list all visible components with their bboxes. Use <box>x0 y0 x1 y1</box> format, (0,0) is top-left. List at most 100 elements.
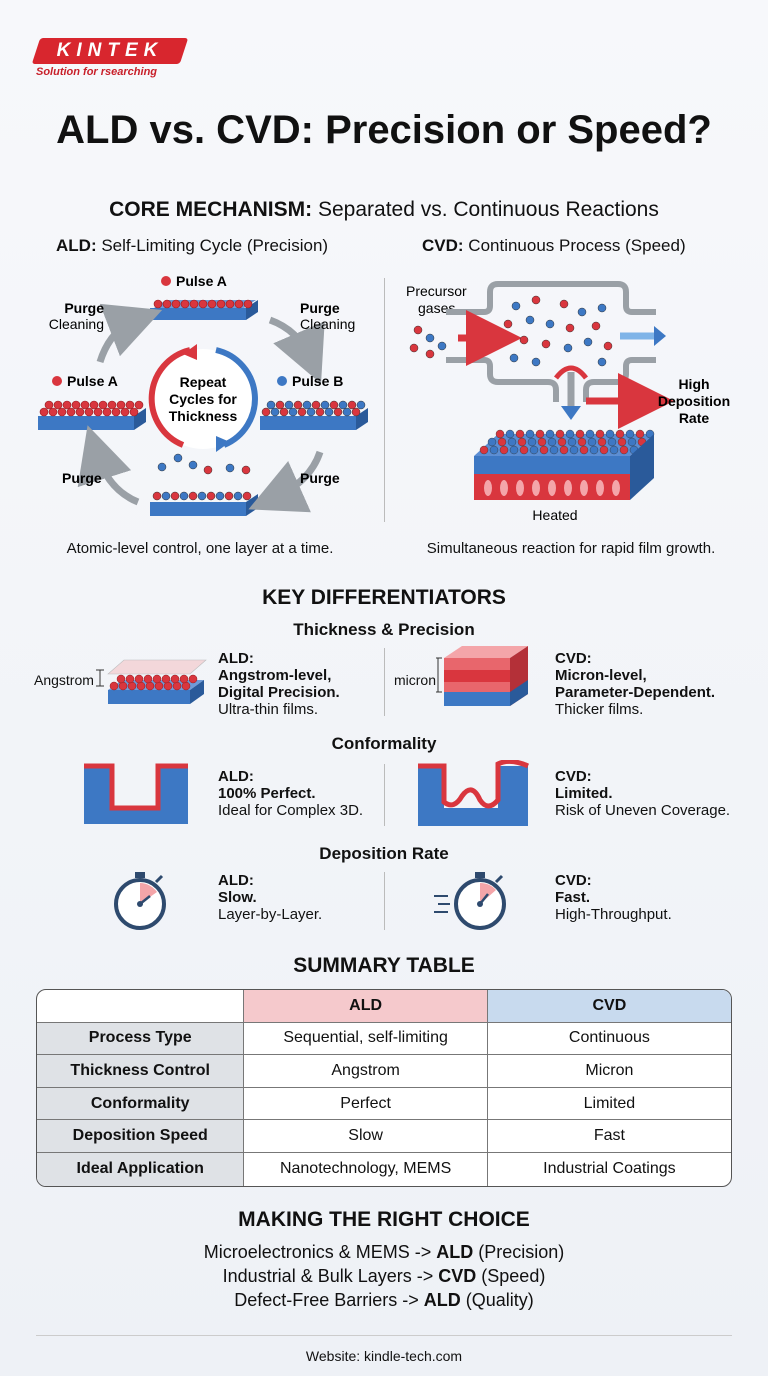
repeat-arc-red <box>148 347 191 448</box>
chamber-top-wall <box>446 281 656 315</box>
rate-label: Rate <box>679 410 710 426</box>
substrate-side <box>630 434 654 500</box>
ald-cycle-diagram: Repeat Cycles for Thickness Pulse A Puls… <box>38 273 368 516</box>
repeat-circle <box>153 349 253 449</box>
rate-divider <box>384 872 385 930</box>
purge-top-right-label: Purge <box>300 300 340 316</box>
cvd-cell: Continuous <box>487 1023 731 1056</box>
tagline: Solution for rsearching <box>36 66 158 78</box>
cvd-cell: Fast <box>487 1120 731 1153</box>
slab-right <box>260 400 368 430</box>
stopwatch-slow-icon <box>114 872 166 930</box>
website-link[interactable]: Website: kindle-tech.com <box>305 1348 463 1364</box>
outlet-arrowhead <box>654 326 666 346</box>
ald-conformality-icon <box>84 763 188 824</box>
row-label: Ideal Application <box>37 1152 245 1186</box>
row-label: Process Type <box>37 1022 245 1056</box>
cvd-process-diagram: Precursor gases High Deposition Rate Hea… <box>406 281 730 523</box>
thickness-divider <box>384 648 385 716</box>
table-header-ald: ALD <box>244 990 488 1023</box>
repeat-arc-blue <box>215 347 258 448</box>
choice-item: Microelectronics & MEMS -> ALD (Precisio… <box>203 1242 565 1262</box>
precursor-label: Precursor <box>406 283 467 299</box>
deposition-label: Deposition <box>658 393 730 409</box>
ald-thickness-text: ALD: Angstrom-level, Digital Precision. … <box>218 650 340 718</box>
slab-bottom <box>150 453 258 516</box>
cvd-thickness-icon <box>436 646 528 706</box>
stopwatch-fast-icon <box>434 872 506 930</box>
deposited-film-atoms <box>479 429 655 455</box>
cvd-cell: Limited <box>487 1088 731 1121</box>
purge-top-left-label: Purge <box>64 300 104 316</box>
heated-label: Heated <box>532 507 577 523</box>
ald-cell: Nanotechnology, MEMS <box>244 1152 488 1186</box>
micron-scale-label: micron <box>394 672 437 688</box>
down-arrowhead <box>561 406 581 420</box>
repeat-label: Repeat <box>180 374 227 390</box>
pulse-a-top-label: Pulse A <box>176 273 227 289</box>
table-row: Process Type Sequential, self-limiting C… <box>37 1022 731 1056</box>
ald-cycle-title: ALD: Self-Limiting Cycle (Precision) <box>56 236 329 255</box>
logo-text: KINTEK <box>56 40 164 61</box>
conformality-divider <box>384 764 385 826</box>
nozzle-flow <box>554 365 588 380</box>
ald-conformality-text: ALD: 100% Perfect. Ideal for Complex 3D. <box>218 768 364 819</box>
angstrom-scale-label: Angstrom <box>34 672 94 688</box>
conformality-heading: Conformality <box>331 734 437 753</box>
ald-rate-text: ALD: Slow. Layer-by-Layer. <box>218 872 323 923</box>
page-title: ALD vs. CVD: Precision or Speed? <box>56 108 712 152</box>
table-row: Ideal Application Nanotechnology, MEMS I… <box>37 1152 731 1186</box>
pulse-a-left-dot <box>52 376 62 386</box>
slab-left <box>38 400 146 430</box>
row-label: Deposition Speed <box>37 1120 245 1153</box>
thickness-heading: Thickness & Precision <box>293 620 475 639</box>
ald-cell: Sequential, self-limiting <box>244 1022 488 1056</box>
chamber-bottom-right-wall <box>583 357 656 402</box>
ald-cell: Perfect <box>244 1087 488 1121</box>
ald-thickness-icon <box>96 659 207 704</box>
table-header-row: ALD CVD <box>37 990 731 1023</box>
table-row: Thickness Control Angstrom Micron <box>37 1055 731 1088</box>
purge-bottom-right-label: Purge <box>300 470 340 486</box>
summary-table: ALD CVD Process Type Sequential, self-li… <box>36 989 732 1187</box>
cvd-cell: Industrial Coatings <box>543 1160 676 1178</box>
table-header-empty <box>37 990 245 1023</box>
row-label: Thickness Control <box>37 1055 245 1088</box>
row-label: Conformality <box>37 1087 245 1121</box>
cvd-cell: Micron <box>487 1055 731 1088</box>
cvd-caption: Simultaneous reaction for rapid film gro… <box>426 540 716 557</box>
heater-flames <box>484 480 620 496</box>
table-row: Conformality Perfect Limited <box>37 1087 731 1121</box>
key-differentiators-heading: KEY DIFFERENTIATORS <box>262 586 506 609</box>
cvd-process-title: CVD: Continuous Process (Speed) <box>422 236 686 255</box>
table-header-cvd: CVD <box>487 990 731 1023</box>
cvd-rate-text: CVD: Fast. High-Throughput. <box>555 872 672 923</box>
pulse-b-dot <box>277 376 287 386</box>
choice-item: Defect-Free Barriers -> ALD (Quality) <box>234 1290 534 1310</box>
cvd-conformality-icon <box>418 760 530 826</box>
table-row: Deposition Speed Slow Fast <box>37 1120 731 1153</box>
substrate-front <box>474 456 630 474</box>
purge-bottom-left-label: Purge <box>62 470 102 486</box>
repeat-arrowhead-red <box>183 344 197 360</box>
pulse-b-label: Pulse B <box>292 373 343 389</box>
pulse-a-left-label: Pulse A <box>67 373 118 389</box>
cvd-thickness-text: CVD: Micron-level, Parameter-Dependent. … <box>555 650 716 718</box>
slab-top <box>150 299 258 320</box>
chamber-bottom-left-wall <box>446 357 559 402</box>
ald-caption: Atomic-level control, one layer at a tim… <box>66 540 334 557</box>
high-label: High <box>678 376 709 392</box>
cycles-for-label: Cycles for <box>169 391 237 407</box>
thickness-label: Thickness <box>169 408 238 424</box>
cleaning-top-right-label: Cleaning <box>300 316 355 332</box>
pulse-a-top-dot <box>161 276 171 286</box>
footer-divider <box>36 1335 732 1336</box>
repeat-arrowhead-blue <box>216 436 230 452</box>
core-divider <box>384 278 385 522</box>
cleaning-top-left-label: Cleaning <box>49 316 104 332</box>
inlet-gas-molecules <box>409 325 447 359</box>
summary-table-heading: SUMMARY TABLE <box>293 954 475 977</box>
core-mechanism-heading: CORE MECHANISM: Separated vs. Continuous… <box>109 198 659 221</box>
cycle-arrows <box>77 303 325 513</box>
ald-cell: Slow <box>244 1120 488 1153</box>
